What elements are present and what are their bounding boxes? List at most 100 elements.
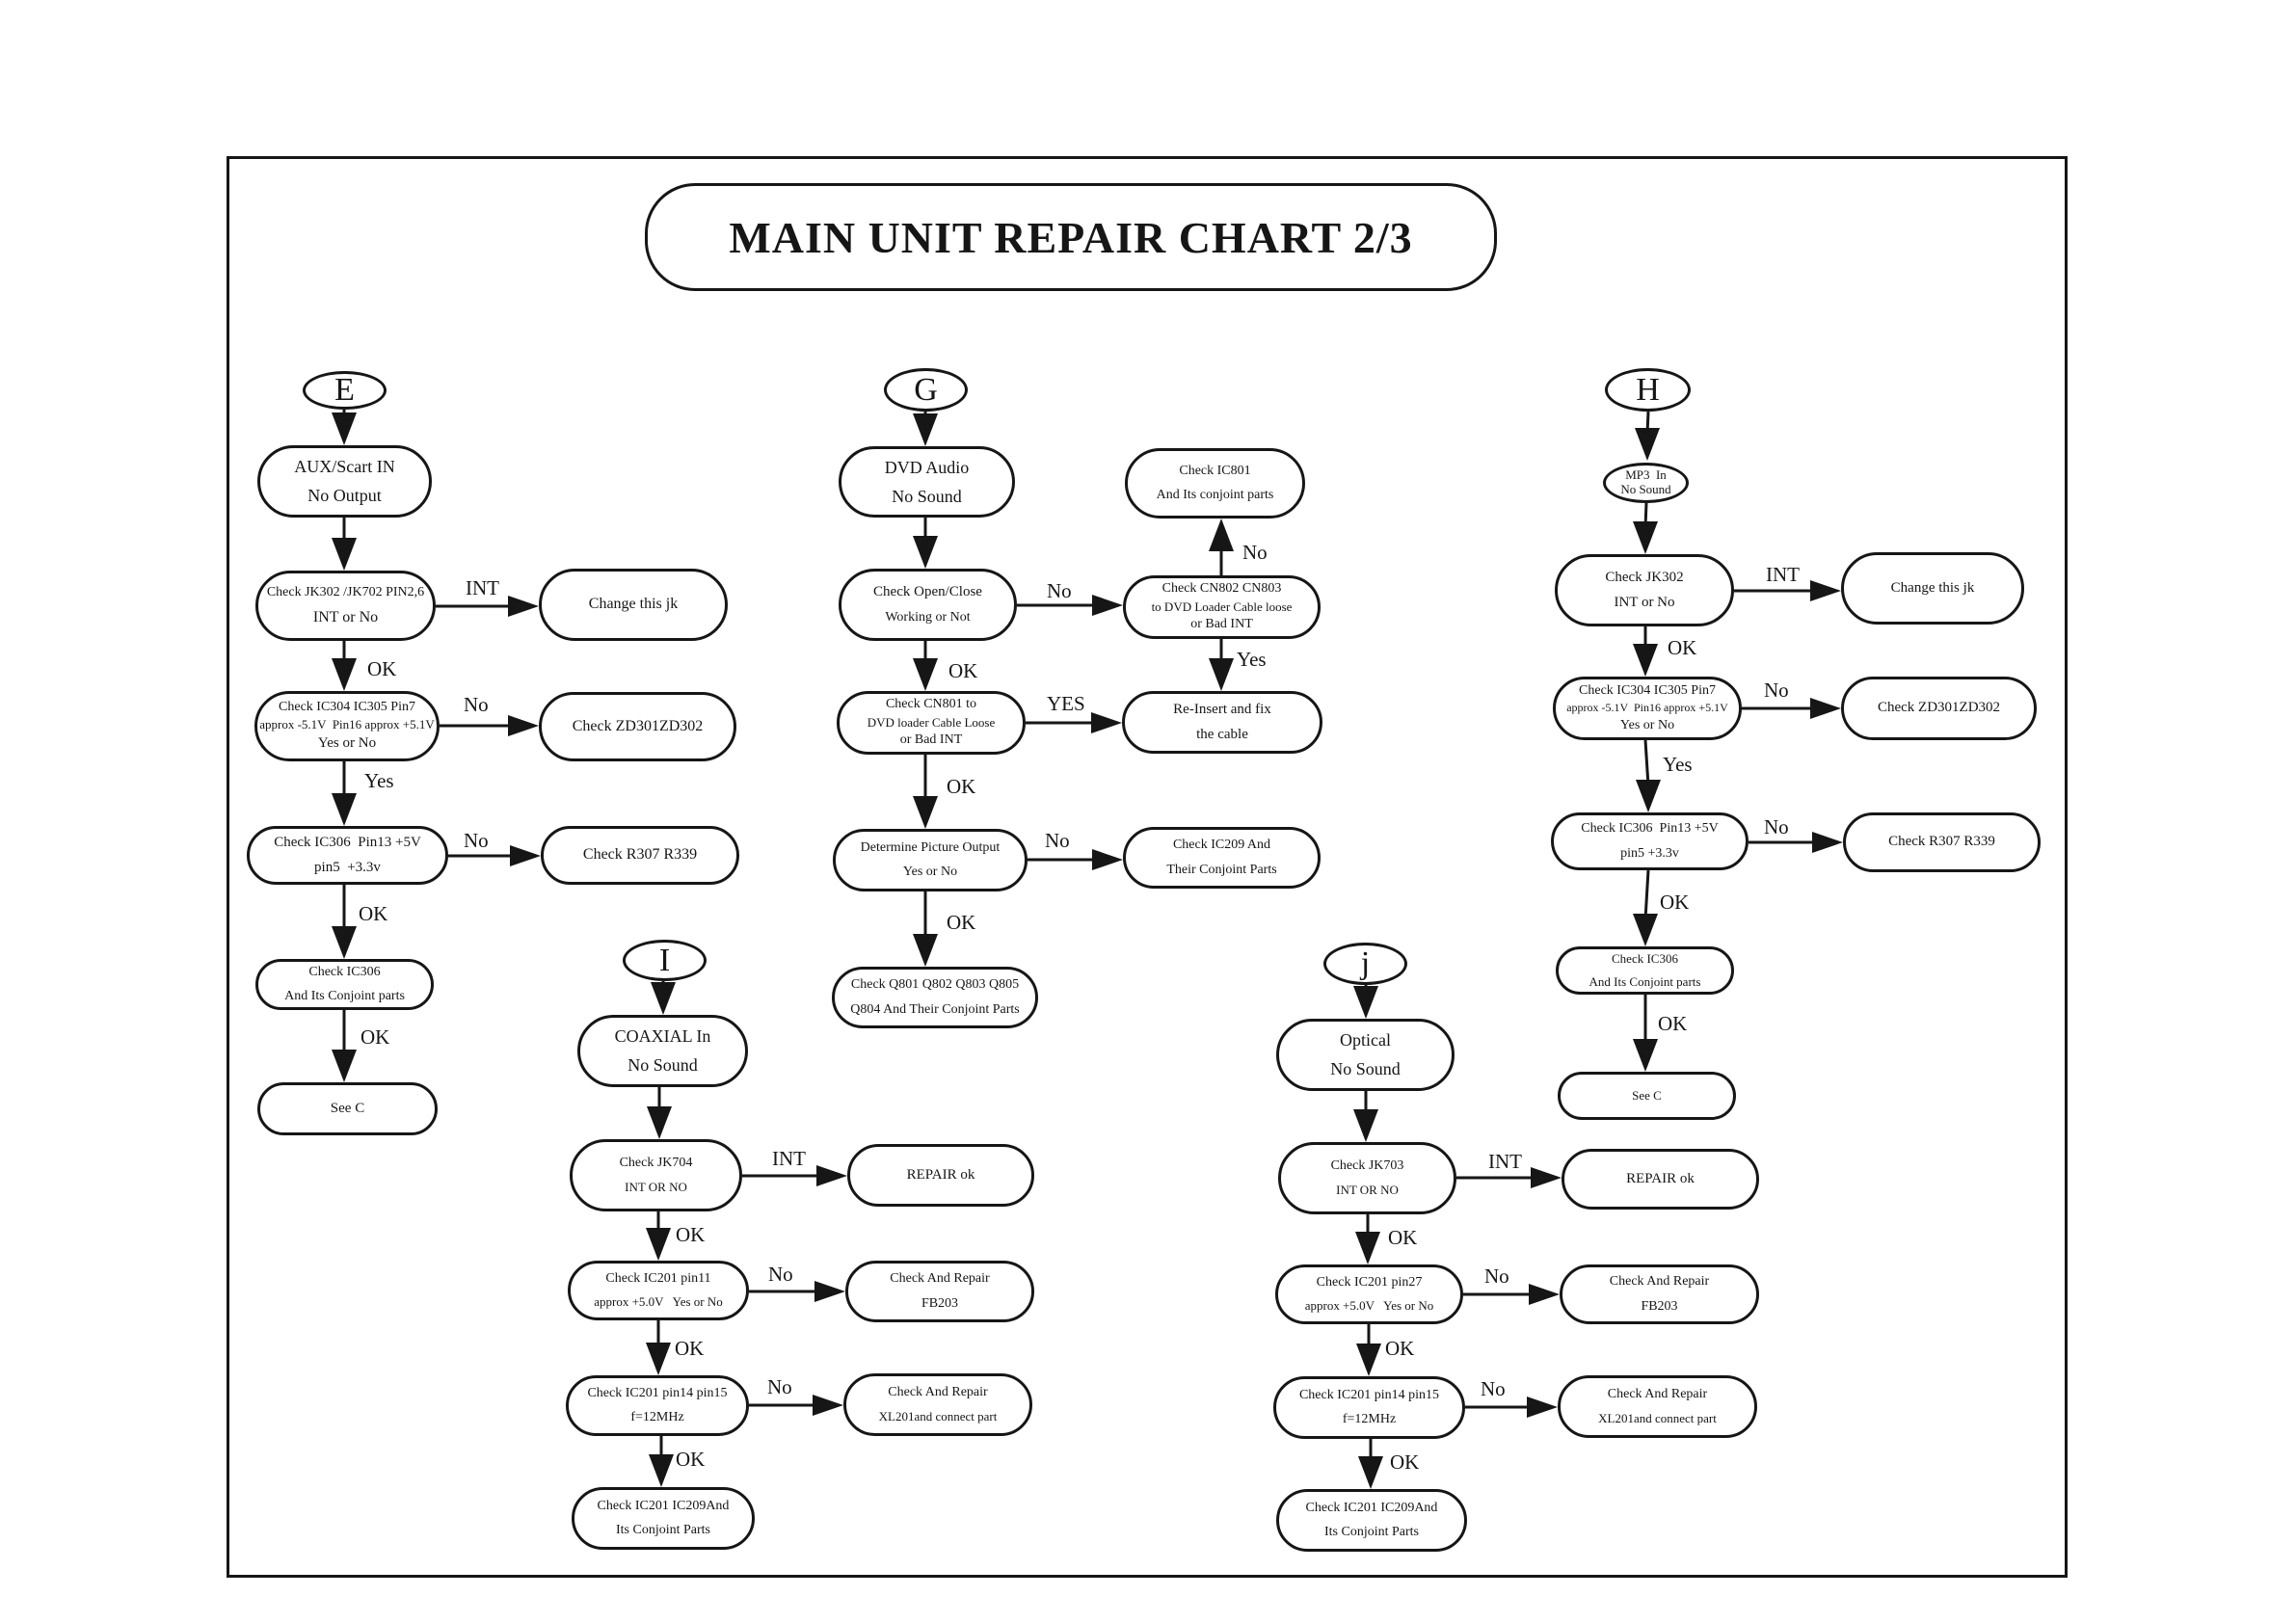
node-text-line: or Bad INT	[1190, 617, 1253, 632]
node-text-line: Yes or No	[902, 865, 958, 879]
arrow-down	[1633, 995, 1658, 1072]
flow-node-check-cn801: Check CN801 to DVD loader Cable Loose or B…	[837, 691, 1026, 755]
arrow-right	[1456, 1167, 1562, 1188]
arrow-down	[1209, 639, 1234, 691]
arrow-down	[913, 412, 938, 446]
node-text-line: And Its conjoint parts	[1156, 488, 1274, 502]
node-text-line: approx +5.0V Yes or No	[1304, 1298, 1434, 1314]
node-text-line: Check CN801 to	[885, 697, 977, 712]
node-text-line: Check JK302	[1605, 569, 1684, 585]
arrow-right	[1017, 595, 1123, 616]
flow-node-e-change-this-jk: Change this jk	[539, 569, 728, 641]
node-text-line: XL201and connect part	[1598, 1410, 1717, 1425]
arrow-right	[749, 1281, 845, 1302]
arrow-right	[1742, 698, 1841, 719]
arrow-down	[913, 518, 938, 569]
arrow-down	[332, 885, 357, 959]
arrow-down	[913, 641, 938, 691]
node-text-line: or Bad INT	[899, 732, 963, 748]
node-text-line: H	[1636, 371, 1660, 408]
flow-node-e-check-zd301: Check ZD301ZD302	[539, 692, 736, 761]
arrow-right	[1028, 849, 1123, 870]
arrow-down	[1353, 985, 1378, 1019]
node-text-line: Check And Repair	[890, 1271, 990, 1287]
edge-label: YES	[1047, 692, 1085, 715]
node-text-line: Check IC306 Pin13 +5V	[274, 834, 421, 850]
connector-h: H	[1605, 368, 1691, 412]
node-text-line: Yes or No	[317, 735, 377, 752]
node-text-line: Check And Repair	[888, 1385, 988, 1400]
arrow-right	[1749, 832, 1843, 853]
arrow-down	[332, 410, 357, 445]
node-text-line: No Sound	[1620, 482, 1671, 496]
edge-label: OK	[359, 902, 388, 925]
arrow-down	[1358, 1439, 1383, 1489]
node-text-line: AUX/Scart IN	[294, 457, 395, 477]
node-text-line: Check R307 R339	[582, 846, 698, 864]
node-text-line: Check R307 R339	[1888, 834, 1995, 850]
node-text-line: G	[914, 371, 938, 408]
node-text-line: E	[334, 372, 355, 409]
node-text-line: Check And Repair	[1609, 1274, 1710, 1290]
edge-label: No	[464, 693, 489, 716]
node-text-line: Check Open/Close	[873, 584, 982, 600]
arrow-right	[440, 715, 539, 736]
node-text-line: INT or No	[1614, 595, 1675, 610]
arrow-right	[1026, 712, 1122, 733]
node-text-line: Check JK302 /JK702 PIN2,6	[266, 584, 425, 599]
node-text-line: f=12MHz	[1342, 1412, 1397, 1426]
node-text-line: No Sound	[892, 486, 962, 506]
node-text-line: No Sound	[627, 1055, 698, 1075]
edge-label: OK	[367, 657, 397, 680]
node-text-line: I	[658, 942, 671, 978]
arrow-down	[647, 1087, 672, 1139]
node-text-line: Check IC306 Pin13 +5V	[1581, 821, 1719, 837]
node-text-line: DVD Audio	[884, 457, 970, 477]
arrow-down	[332, 518, 357, 571]
edge-label: OK	[1660, 891, 1690, 914]
arrow-down	[1353, 1091, 1378, 1142]
arrow-down	[913, 891, 938, 967]
edge-label: Yes	[1237, 648, 1267, 671]
node-text-line: approx -5.1V Pin16 approx +5.1V	[259, 717, 435, 732]
arrow-down	[651, 981, 676, 1015]
node-text-line: DVD loader Cable Loose	[867, 714, 996, 730]
flow-node-e-see-c: See C	[257, 1082, 438, 1135]
edge-label: OK	[947, 775, 976, 798]
edge-label: INT	[772, 1147, 806, 1170]
flow-node-e-check-r307: Check R307 R339	[541, 826, 739, 885]
arrow-up	[1209, 519, 1234, 575]
node-text-line: Check ZD301ZD302	[572, 717, 704, 734]
node-text-line: Check Q801 Q802 Q803 Q805	[850, 977, 1020, 993]
flow-node-i-repair-ok: REPAIR ok	[847, 1144, 1034, 1207]
node-text-line: MP3 In	[1625, 467, 1667, 483]
edge-label: No	[1242, 541, 1268, 564]
edge-label: OK	[1668, 636, 1697, 659]
node-text-line: Yes or No	[1619, 717, 1675, 732]
flow-node-h-check-r307: Check R307 R339	[1843, 812, 2041, 872]
node-text-line: the cable	[1196, 727, 1248, 742]
edge-label: No	[1484, 1264, 1509, 1288]
edge-label: OK	[1388, 1226, 1418, 1249]
node-text-line: f=12MHz	[630, 1410, 684, 1424]
chart-title: MAIN UNIT REPAIR CHART 2/3	[729, 212, 1413, 262]
edge-label: OK	[1390, 1450, 1420, 1474]
node-text-line: REPAIR ok	[1626, 1170, 1695, 1186]
connector-i: I	[623, 940, 707, 981]
node-text-line: pin5 +3.3v	[1620, 845, 1679, 861]
node-text-line: See C	[330, 1100, 365, 1116]
arrow-down	[646, 1320, 671, 1375]
